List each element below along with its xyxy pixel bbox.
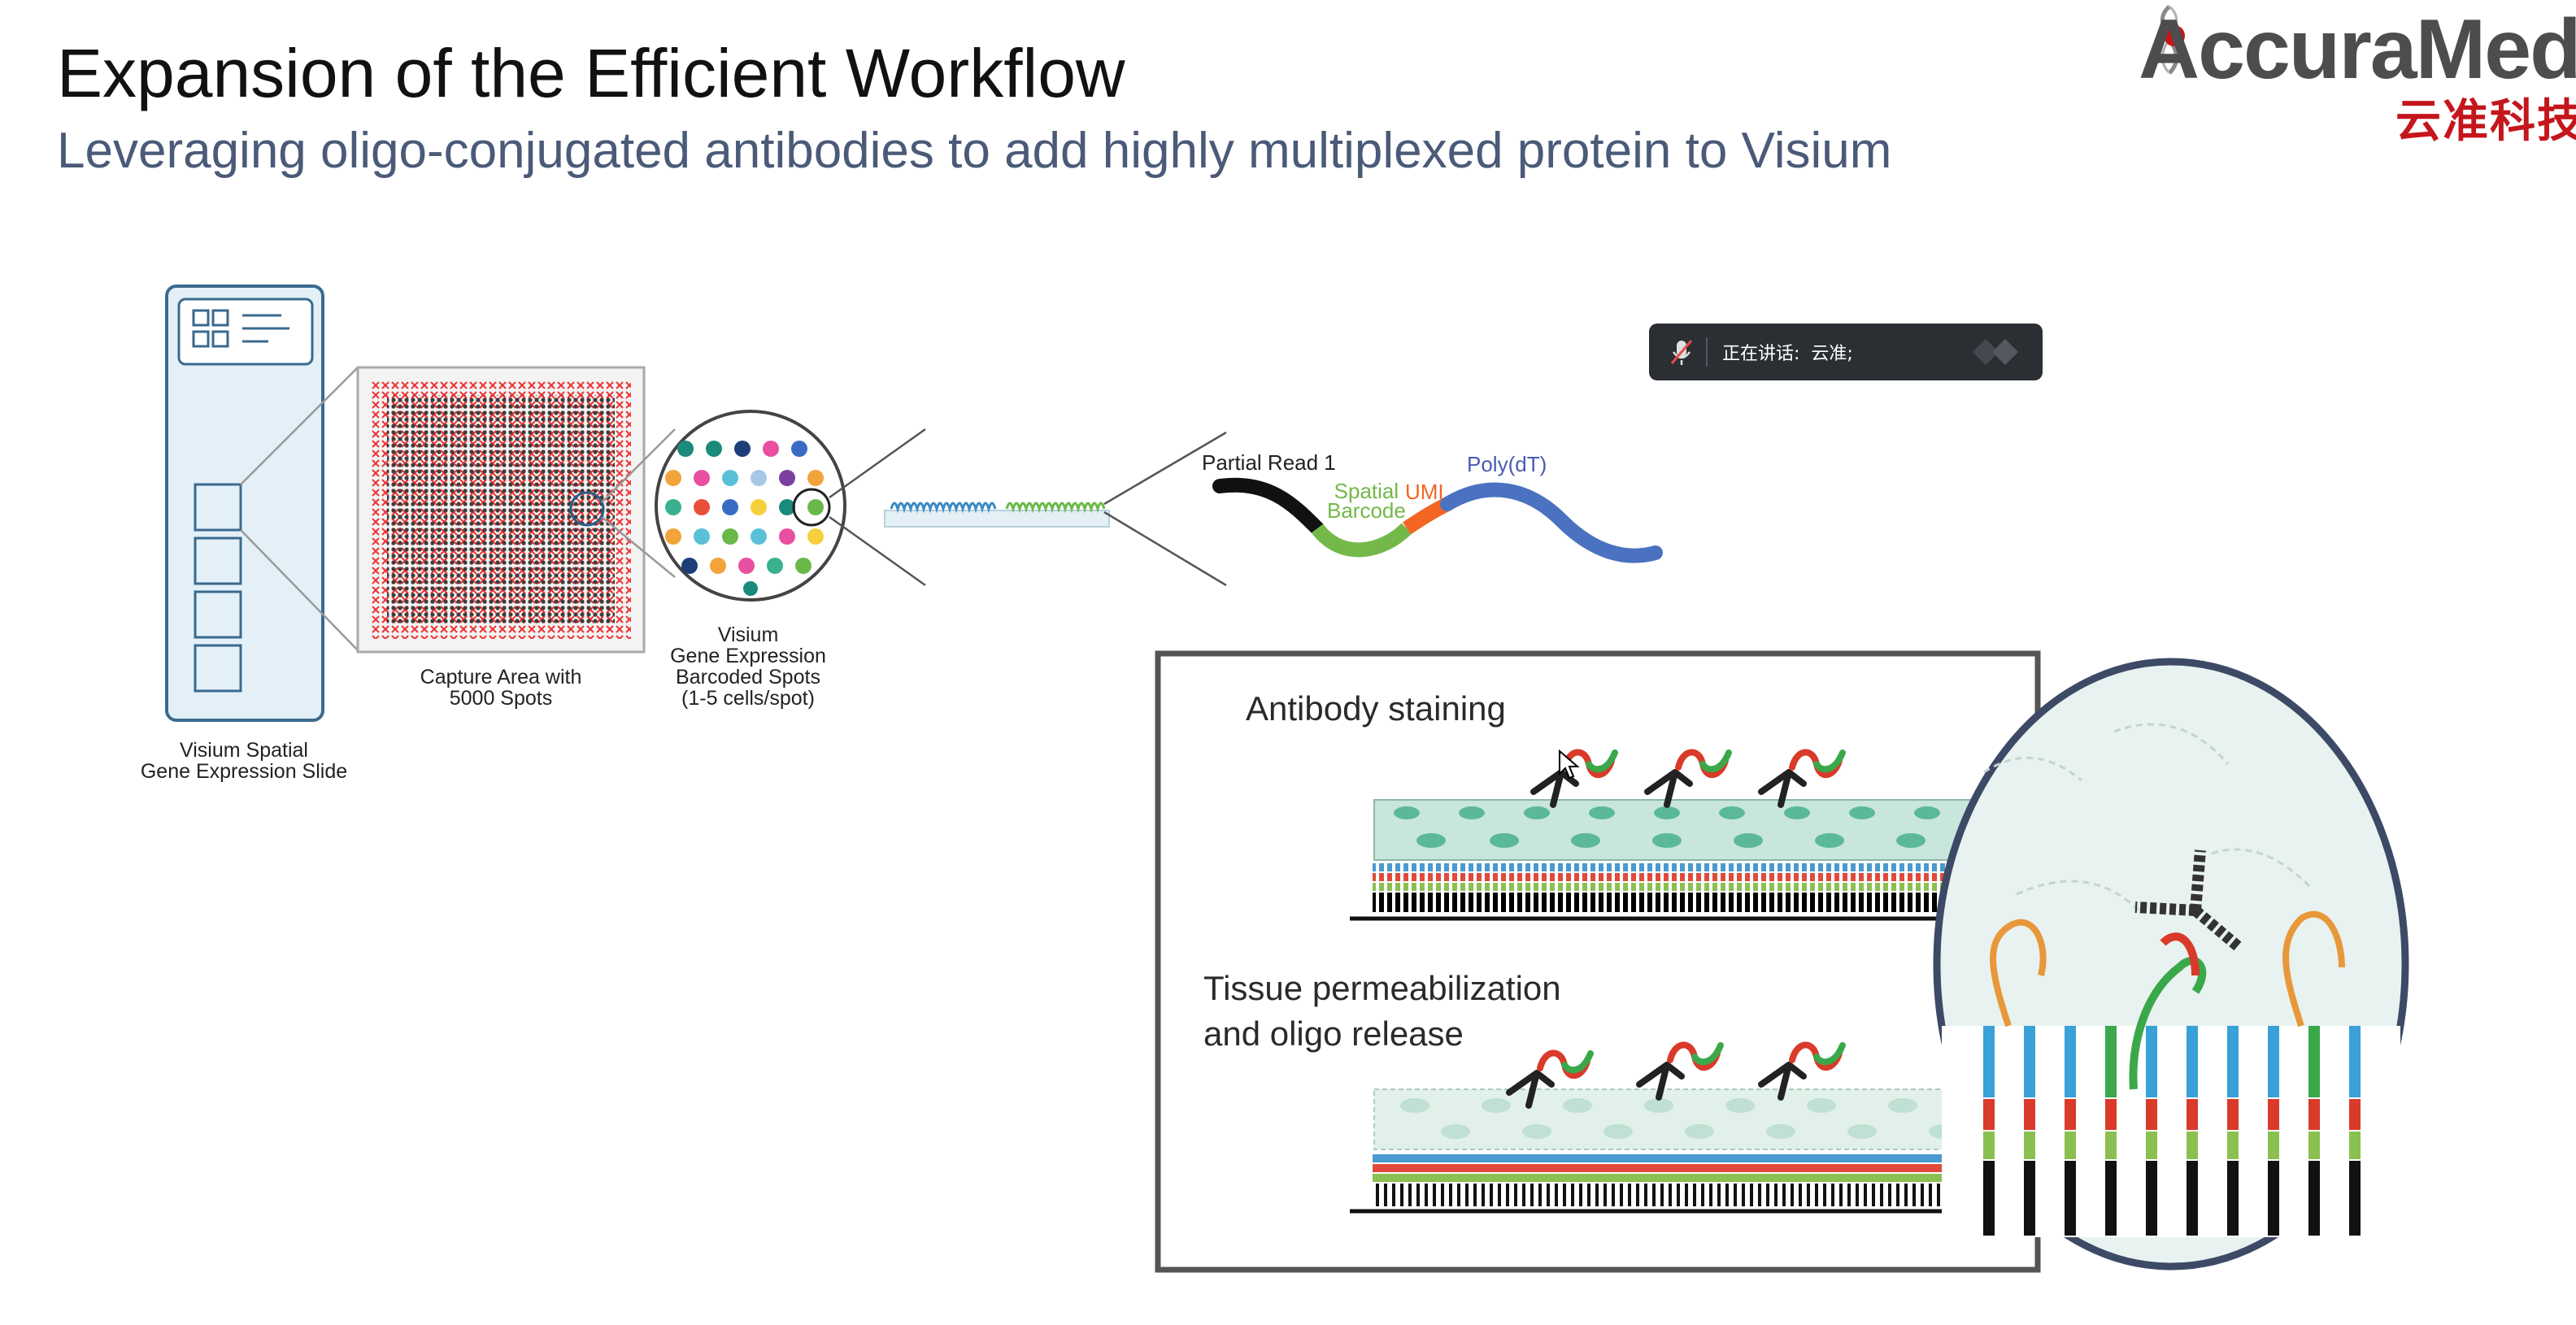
speaking-label: 正在讲话:: [1722, 344, 1800, 364]
speaking-indicator[interactable]: 正在讲话: 云准;: [1649, 324, 2043, 380]
capture-area-label: Capture Area with 5000 Spots: [420, 666, 582, 710]
diamond-icon: [1973, 339, 2018, 365]
mic-muted-icon[interactable]: [1665, 336, 1698, 368]
divider: [1706, 337, 1708, 367]
spatial-barcode-label: Spatial Barcode: [1327, 479, 1406, 523]
oligo-strip: [884, 502, 1110, 528]
visium-slide: [165, 285, 324, 722]
zoom-ellipse: [1933, 658, 2409, 1271]
dna-logo-icon: [2160, 5, 2185, 75]
umi-label: UMI: [1405, 480, 1444, 504]
speaker-name: 云准;: [1811, 344, 1853, 364]
capture-oligo: [1212, 477, 1663, 563]
barcoded-spots-circle: [655, 410, 846, 602]
antibody-staining-label: Antibody staining: [1246, 689, 1506, 728]
cursor-icon: [1559, 749, 1580, 780]
barcode-array-top: [1350, 862, 1992, 921]
partial-read-label: Partial Read 1: [1202, 450, 1336, 475]
permeabilization-label: Tissue permeabilization and oligo releas…: [1203, 969, 1561, 1053]
slide-title: Expansion of the Efficient Workflow: [57, 35, 1125, 111]
logo-wordmark: AccuraMed: [2139, 2, 2576, 97]
capture-area: [356, 366, 646, 654]
logo-chinese-name: 云准科技: [2395, 95, 2576, 148]
polydt-label: Poly(dT): [1467, 452, 1547, 476]
barcode-array-bottom: [1350, 1154, 1992, 1214]
slide-subtitle: Leveraging oligo-conjugated antibodies t…: [57, 123, 1892, 179]
spots-label: Visium Gene Expression Barcoded Spots (1…: [670, 623, 826, 710]
antibodies-bottom: [1506, 1041, 1846, 1109]
tissue-layer-top: [1373, 799, 1977, 861]
antibodies-top: [1530, 749, 1846, 808]
qr-code-icon: [192, 309, 289, 348]
slide-label: Visium Spatial Gene Expression Slide: [140, 739, 348, 783]
tissue-layer-bottom: [1373, 1088, 1977, 1150]
